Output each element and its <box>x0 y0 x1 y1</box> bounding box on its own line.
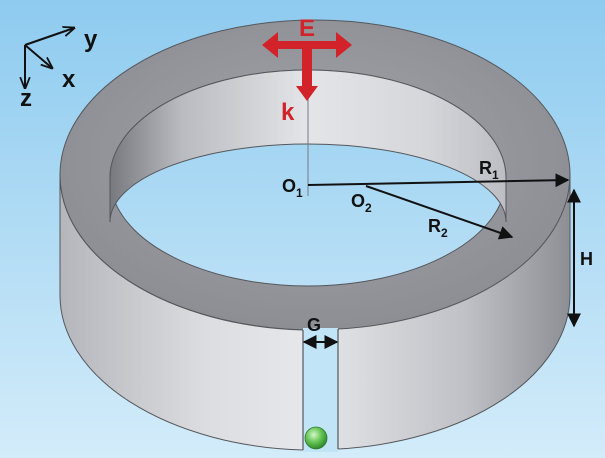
axis-label-z: z <box>20 85 32 112</box>
axis-label-x: x <box>62 66 76 93</box>
sphere-particle-icon <box>304 426 328 450</box>
radius-r1-arrow <box>307 173 570 188</box>
label-h: H <box>580 249 593 269</box>
axis-triad-icon <box>25 28 74 88</box>
ring-inner-wall <box>109 69 507 223</box>
label-r2: R2 <box>428 216 448 240</box>
label-g: G <box>307 315 321 335</box>
k-vector-arrow-icon <box>296 45 318 101</box>
axis-label-y: y <box>84 26 98 53</box>
label-o2: O2 <box>351 191 372 215</box>
label-k: k <box>281 99 295 126</box>
label-e: E <box>299 15 315 42</box>
label-r1: R1 <box>479 158 499 182</box>
label-o1: O1 <box>282 176 303 200</box>
radius-r2-arrow <box>365 185 514 240</box>
